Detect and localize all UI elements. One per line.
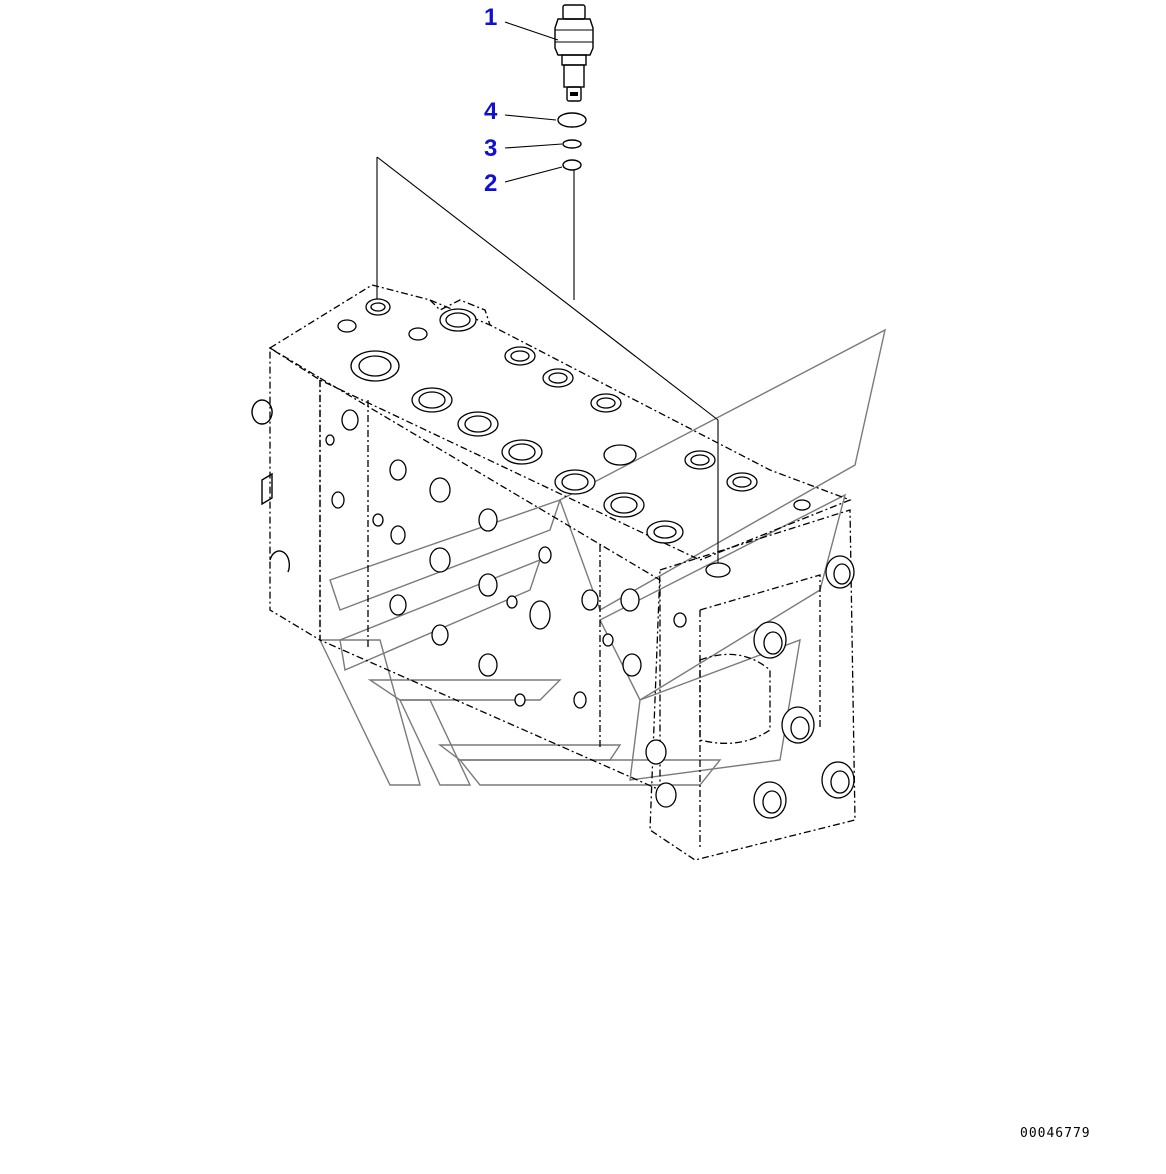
backup-ring	[562, 159, 582, 171]
o-ring-small	[562, 139, 582, 149]
leader-lines	[504, 21, 563, 183]
end-housing-bosses	[645, 555, 855, 819]
assembly-lines	[376, 156, 719, 565]
document-number: 00046779	[1020, 1126, 1091, 1141]
ports-front	[325, 409, 642, 709]
relief-valve-cartridge	[554, 4, 594, 102]
callout-3: 3	[484, 135, 498, 162]
callout-2: 2	[484, 170, 498, 197]
callout-1: 1	[484, 4, 498, 31]
control-valve-body	[251, 284, 856, 861]
ports-top	[337, 298, 811, 578]
callout-4: 4	[484, 98, 498, 125]
o-ring-large	[557, 112, 587, 128]
